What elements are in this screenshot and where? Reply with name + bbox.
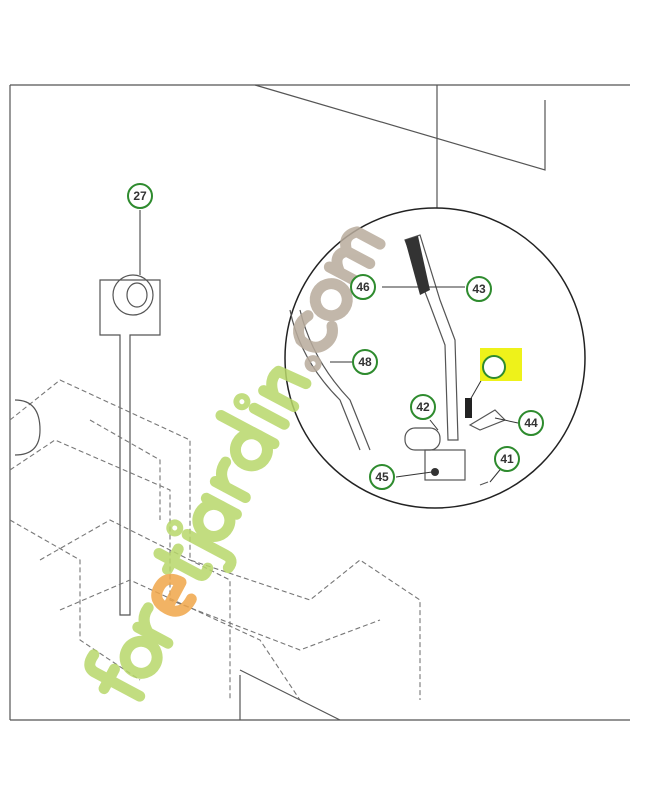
svg-text:43: 43: [472, 282, 486, 296]
svg-text:27: 27: [133, 189, 147, 203]
spring-part: [465, 398, 472, 418]
callout-45[interactable]: 45: [369, 464, 395, 490]
callout-42[interactable]: 42: [410, 394, 436, 420]
callout-46[interactable]: 46: [350, 274, 376, 300]
svg-text:42: 42: [416, 400, 430, 414]
watermark-orange-part: [151, 573, 197, 617]
callout-48[interactable]: 48: [352, 349, 378, 375]
callout-44[interactable]: 44: [518, 410, 544, 436]
svg-text:41: 41: [500, 452, 514, 466]
svg-text:46: 46: [356, 280, 370, 294]
svg-text:47: 47: [487, 360, 501, 374]
watermark-logo: [84, 226, 386, 702]
pulley-part: [99, 210, 161, 616]
callout-27[interactable]: 27: [127, 183, 153, 209]
chassis-frame: [9, 379, 421, 721]
svg-text:44: 44: [524, 416, 538, 430]
detail-magnifier-circle: [284, 207, 586, 509]
upper-panel: [254, 84, 546, 171]
callout-43[interactable]: 43: [466, 276, 492, 302]
callout-41[interactable]: 41: [494, 446, 520, 472]
svg-text:45: 45: [375, 470, 389, 484]
callout-47[interactable]: 47: [482, 355, 506, 379]
watermark-green-part: [84, 365, 312, 702]
svg-text:48: 48: [358, 355, 372, 369]
